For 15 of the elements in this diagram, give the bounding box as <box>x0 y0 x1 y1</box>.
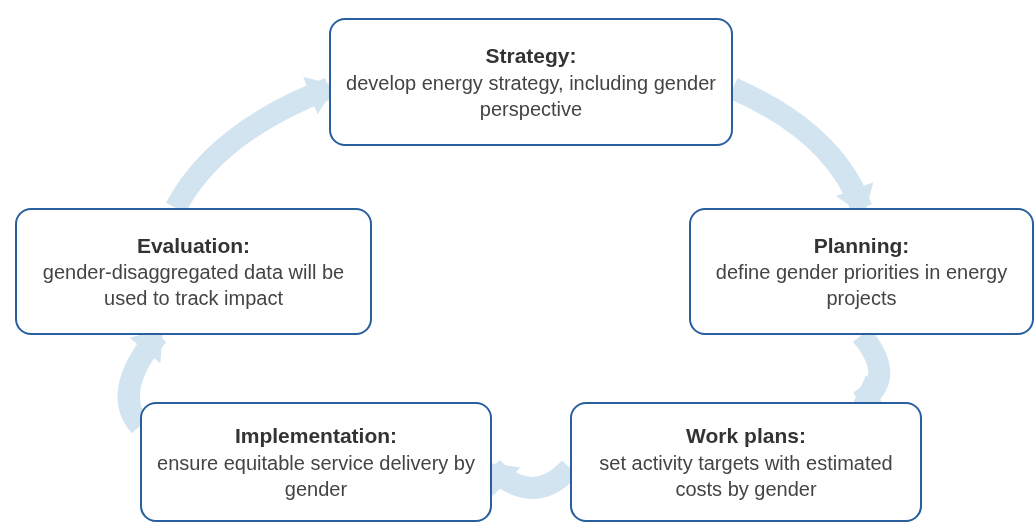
step-title: Evaluation: <box>136 232 251 259</box>
process-box <box>140 402 492 522</box>
process-box <box>329 18 733 146</box>
step-title: Strategy: <box>485 43 577 70</box>
step-description: ensure equitable service delivery by gender <box>156 450 476 502</box>
step-description: define gender priorities in energy projects <box>714 260 1009 312</box>
step-title: Work plans: <box>686 423 806 450</box>
step-description: gender-disaggregated data will be used to track impact <box>41 260 346 312</box>
process-box <box>689 208 1034 335</box>
step-description: develop energy strategy, including gender perspective <box>345 70 717 122</box>
step-title: Implementation: <box>234 423 398 450</box>
process-box <box>15 208 372 335</box>
process-box <box>570 402 922 522</box>
step-description: set activity targets with estimated costs by gender <box>598 450 894 502</box>
step-title: Planning: <box>813 232 910 259</box>
